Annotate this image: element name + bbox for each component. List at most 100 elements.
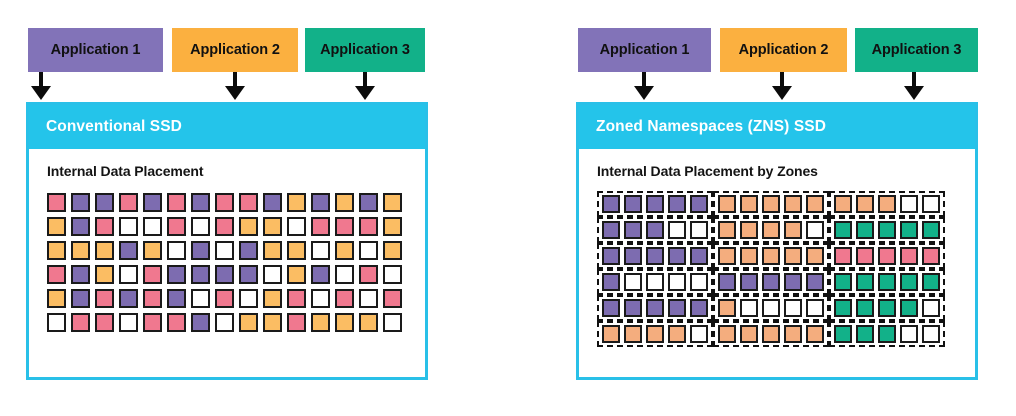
zone-group — [713, 191, 829, 217]
zone-group — [829, 243, 945, 269]
data-block-orange — [287, 265, 306, 284]
zone-group — [829, 217, 945, 243]
app-box-application-3[interactable]: Application 3 — [855, 28, 978, 72]
data-block-white — [922, 299, 940, 317]
data-block-purple — [71, 289, 90, 308]
data-block-teal — [856, 299, 874, 317]
data-block-peach — [740, 325, 758, 343]
data-block-white — [119, 265, 138, 284]
data-block-pink — [359, 265, 378, 284]
data-placement-row — [47, 289, 425, 308]
data-block-white — [624, 273, 642, 291]
data-block-peach — [806, 195, 824, 213]
data-block-white — [167, 241, 186, 260]
data-block-peach — [762, 247, 780, 265]
data-block-teal — [856, 325, 874, 343]
data-block-purple — [602, 273, 620, 291]
app-box-label: Application 1 — [50, 42, 141, 58]
data-block-purple — [646, 299, 664, 317]
data-block-purple — [690, 195, 708, 213]
data-block-pink — [143, 313, 162, 332]
data-block-white — [922, 195, 940, 213]
conventional-ssd-title: Conventional SSD — [46, 118, 182, 135]
data-block-purple — [143, 193, 162, 212]
data-block-white — [900, 195, 918, 213]
data-block-white — [646, 273, 664, 291]
zone-group — [597, 217, 713, 243]
zone-group — [713, 269, 829, 295]
data-block-purple — [602, 247, 620, 265]
data-block-orange — [239, 313, 258, 332]
data-block-purple — [740, 273, 758, 291]
data-block-peach — [878, 195, 896, 213]
app-box-application-2[interactable]: Application 2 — [720, 28, 847, 72]
data-block-purple — [646, 247, 664, 265]
zone-group — [597, 191, 713, 217]
app-box-application-3[interactable]: Application 3 — [305, 28, 425, 72]
data-block-white — [668, 273, 686, 291]
data-block-pink — [95, 313, 114, 332]
data-block-pink — [287, 289, 306, 308]
data-block-pink — [239, 193, 258, 212]
zoned-data-placement-row — [597, 217, 975, 243]
zns-ssd-header: Zoned Namespaces (ZNS) SSD — [579, 105, 975, 149]
data-block-pink — [383, 289, 402, 308]
app-box-label: Application 1 — [599, 42, 690, 58]
data-block-purple — [119, 289, 138, 308]
data-block-teal — [900, 299, 918, 317]
data-block-peach — [624, 325, 642, 343]
data-block-purple — [71, 217, 90, 236]
data-block-teal — [878, 325, 896, 343]
data-block-pink — [47, 193, 66, 212]
data-block-white — [239, 289, 258, 308]
app-box-label: Application 3 — [320, 42, 410, 58]
data-block-white — [119, 217, 138, 236]
data-block-white — [47, 313, 66, 332]
data-block-purple — [215, 265, 234, 284]
data-block-teal — [878, 221, 896, 239]
data-block-pink — [167, 313, 186, 332]
data-block-peach — [806, 247, 824, 265]
app-box-application-2[interactable]: Application 2 — [172, 28, 298, 72]
data-block-pink — [335, 217, 354, 236]
data-block-orange — [143, 241, 162, 260]
zoned-data-placement-row — [597, 321, 975, 347]
app-box-application-1[interactable]: Application 1 — [578, 28, 711, 72]
data-block-white — [191, 217, 210, 236]
data-block-teal — [878, 299, 896, 317]
internal-data-placement-by-zones-label: Internal Data Placement by Zones — [597, 163, 818, 179]
data-block-white — [119, 313, 138, 332]
app-box-application-1[interactable]: Application 1 — [28, 28, 163, 72]
data-placement-row — [47, 193, 425, 212]
data-block-peach — [602, 325, 620, 343]
data-block-purple — [167, 289, 186, 308]
zns-ssd-box: Zoned Namespaces (ZNS) SSD Internal Data… — [576, 102, 978, 380]
zoned-data-placement-row — [597, 269, 975, 295]
app-box-label: Application 3 — [871, 42, 962, 58]
data-placement-row — [47, 241, 425, 260]
data-block-purple — [359, 193, 378, 212]
conventional-ssd-panel: Application 1 Application 2 Application … — [0, 28, 508, 380]
data-block-peach — [834, 195, 852, 213]
data-block-purple — [119, 241, 138, 260]
data-block-peach — [740, 221, 758, 239]
data-block-pink — [95, 289, 114, 308]
data-block-pink — [878, 247, 896, 265]
data-block-purple — [239, 241, 258, 260]
data-block-purple — [191, 313, 210, 332]
data-placement-row — [47, 313, 425, 332]
zone-group — [713, 243, 829, 269]
data-block-white — [690, 221, 708, 239]
internal-data-placement-grid — [47, 193, 425, 332]
data-block-white — [191, 289, 210, 308]
data-block-teal — [856, 221, 874, 239]
data-block-purple — [646, 195, 664, 213]
data-block-purple — [646, 221, 664, 239]
data-block-pink — [119, 193, 138, 212]
data-block-purple — [624, 299, 642, 317]
zone-group — [829, 191, 945, 217]
data-block-pink — [71, 313, 90, 332]
applications-row-left: Application 1 Application 2 Application … — [0, 28, 508, 72]
zoned-data-placement-grid — [597, 191, 975, 347]
data-block-peach — [718, 195, 736, 213]
